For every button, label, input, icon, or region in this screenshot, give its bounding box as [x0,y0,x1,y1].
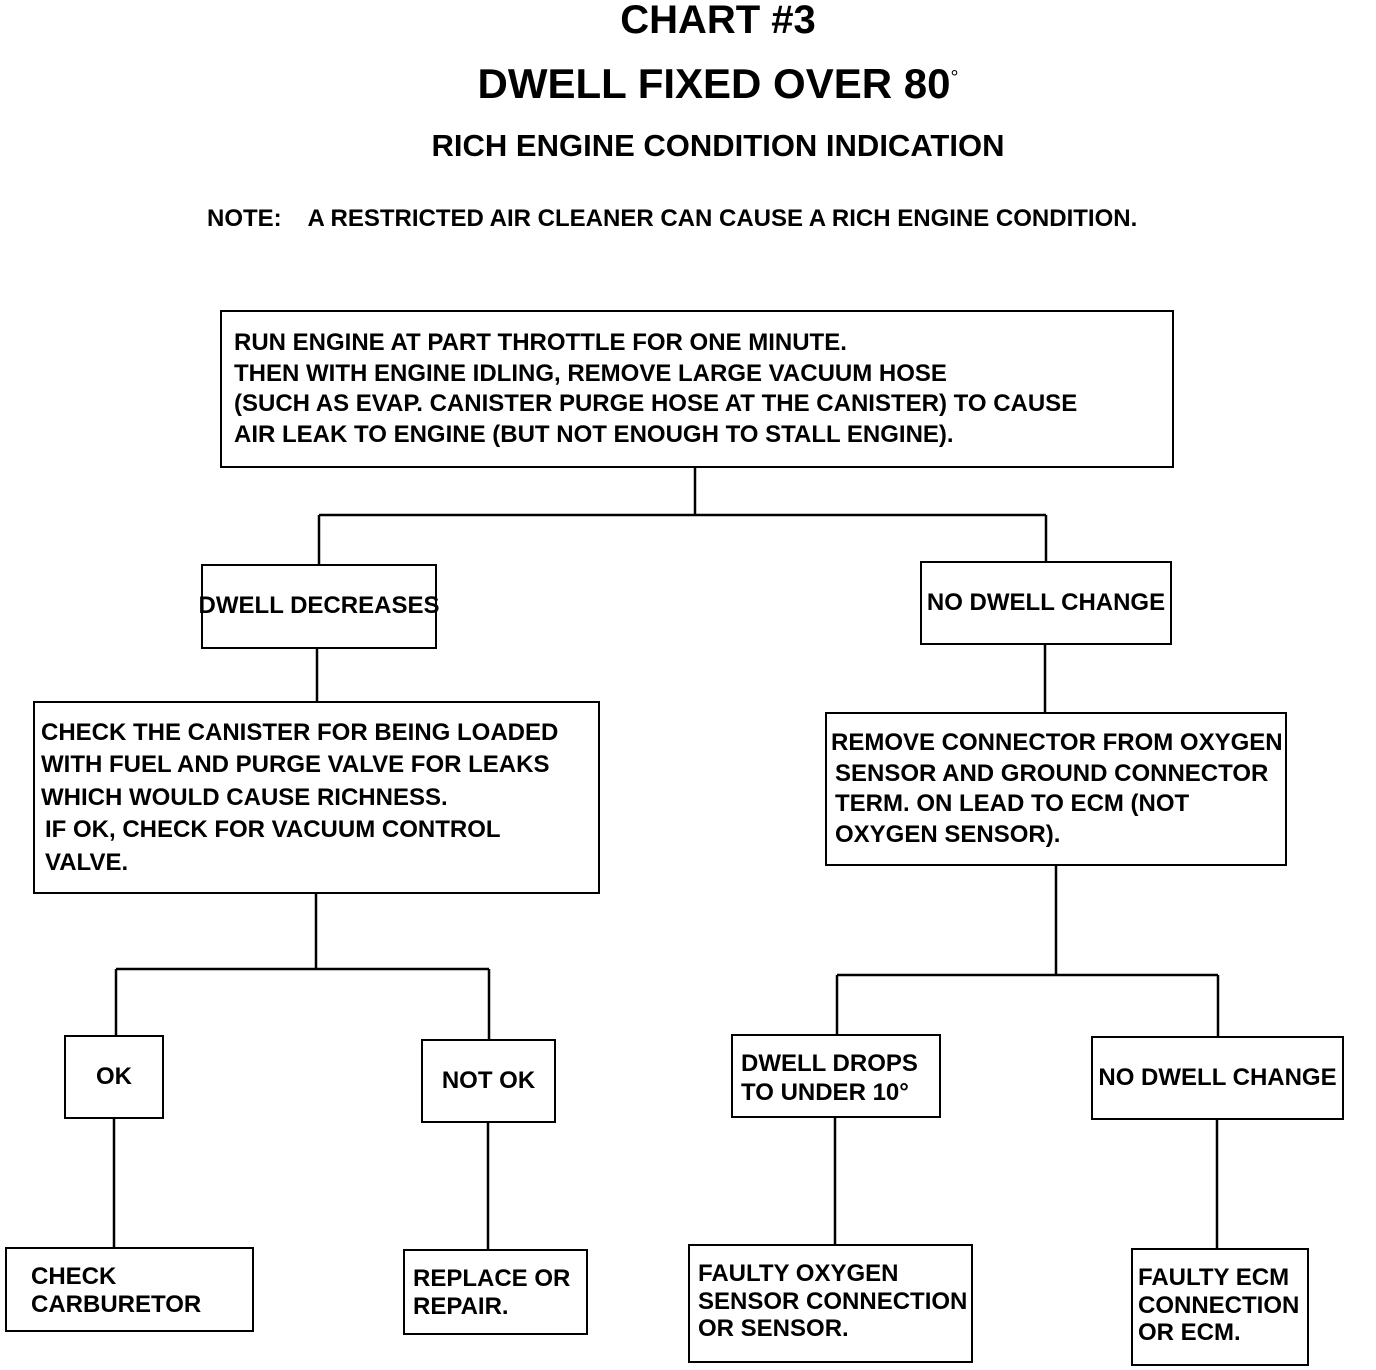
note-text: NOTE: A RESTRICTED AIR CLEANER CAN CAUSE… [207,205,1138,232]
check-canister-line-3: WHICH WOULD CAUSE RICHNESS. [41,783,448,811]
no-dwell-change-1-label: NO DWELL CHANGE [926,588,1166,616]
chart-subtitle: DWELL FIXED OVER 80° [30,63,1376,105]
faulty-oxygen-line-3: OR SENSOR. [698,1315,849,1343]
dwell-drops-line-1: DWELL DROPS [741,1050,918,1077]
not-ok-label: NOT OK [441,1066,536,1094]
start-line-4: AIR LEAK TO ENGINE (BUT NOT ENOUGH TO ST… [234,421,954,449]
start-line-3: (SUCH AS EVAP. CANISTER PURGE HOSE AT TH… [234,390,1078,418]
no-dwell-change-box-1: NO DWELL CHANGE [920,561,1172,645]
replace-repair-box: REPLACE OR REPAIR. [403,1249,588,1335]
start-line-2: THEN WITH ENGINE IDLING, REMOVE LARGE VA… [234,359,947,387]
degree-symbol: ° [950,67,959,89]
remove-connector-line-4: OXYGEN SENSOR). [835,821,1061,849]
start-step-box: RUN ENGINE AT PART THROTTLE FOR ONE MINU… [220,310,1174,468]
chart-title: CHART #3 [620,0,816,42]
check-carburetor-line-1: CHECK [31,1263,117,1290]
not-ok-box: NOT OK [421,1039,556,1123]
replace-repair-line-1: REPLACE OR [413,1265,571,1292]
faulty-ecm-box: FAULTY ECM CONNECTION OR ECM. [1131,1248,1309,1366]
ok-box: OK [64,1035,164,1119]
dwell-drops-line-2: TO UNDER 10° [741,1078,909,1106]
dwell-decreases-label: DWELL DECREASES [198,592,440,620]
remove-connector-line-1: REMOVE CONNECTOR FROM OXYGEN [831,729,1283,756]
faulty-ecm-line-1: FAULTY ECM [1138,1264,1290,1291]
check-canister-line-4: IF OK, CHECK FOR VACUUM CONTROL [45,816,501,844]
check-canister-line-2: WITH FUEL AND PURGE VALVE FOR LEAKS [41,751,550,779]
replace-repair-line-2: REPAIR. [413,1292,509,1320]
faulty-ecm-line-3: OR ECM. [1138,1319,1241,1347]
dwell-drops-box: DWELL DROPS TO UNDER 10° [731,1034,941,1118]
check-canister-line-5: VALVE. [45,848,129,876]
no-dwell-change-2-label: NO DWELL CHANGE [1098,1063,1337,1091]
remove-connector-line-3: TERM. ON LEAD TO ECM (NOT [835,790,1190,818]
remove-connector-box: REMOVE CONNECTOR FROM OXYGEN SENSOR AND … [825,712,1287,866]
ok-label: OK [96,1062,132,1090]
faulty-oxygen-line-1: FAULTY OXYGEN [698,1260,899,1287]
check-canister-box: CHECK THE CANISTER FOR BEING LOADED WITH… [33,701,600,894]
check-carburetor-line-2: CARBURETOR [31,1290,202,1318]
start-line-1: RUN ENGINE AT PART THROTTLE FOR ONE MINU… [234,329,847,356]
faulty-ecm-line-2: CONNECTION [1138,1291,1300,1319]
dwell-decreases-box: DWELL DECREASES [198,564,440,649]
subtitle-text: DWELL FIXED OVER 80 [477,60,951,107]
check-canister-line-1: CHECK THE CANISTER FOR BEING LOADED [41,719,559,746]
faulty-oxygen-line-2: SENSOR CONNECTION [698,1287,968,1315]
chart-heading: RICH ENGINE CONDITION INDICATION [431,128,1005,163]
no-dwell-change-box-2: NO DWELL CHANGE [1091,1036,1344,1120]
check-carburetor-box: CHECK CARBURETOR [5,1247,254,1332]
remove-connector-line-2: SENSOR AND GROUND CONNECTOR [835,759,1269,787]
faulty-oxygen-box: FAULTY OXYGEN SENSOR CONNECTION OR SENSO… [688,1244,973,1363]
